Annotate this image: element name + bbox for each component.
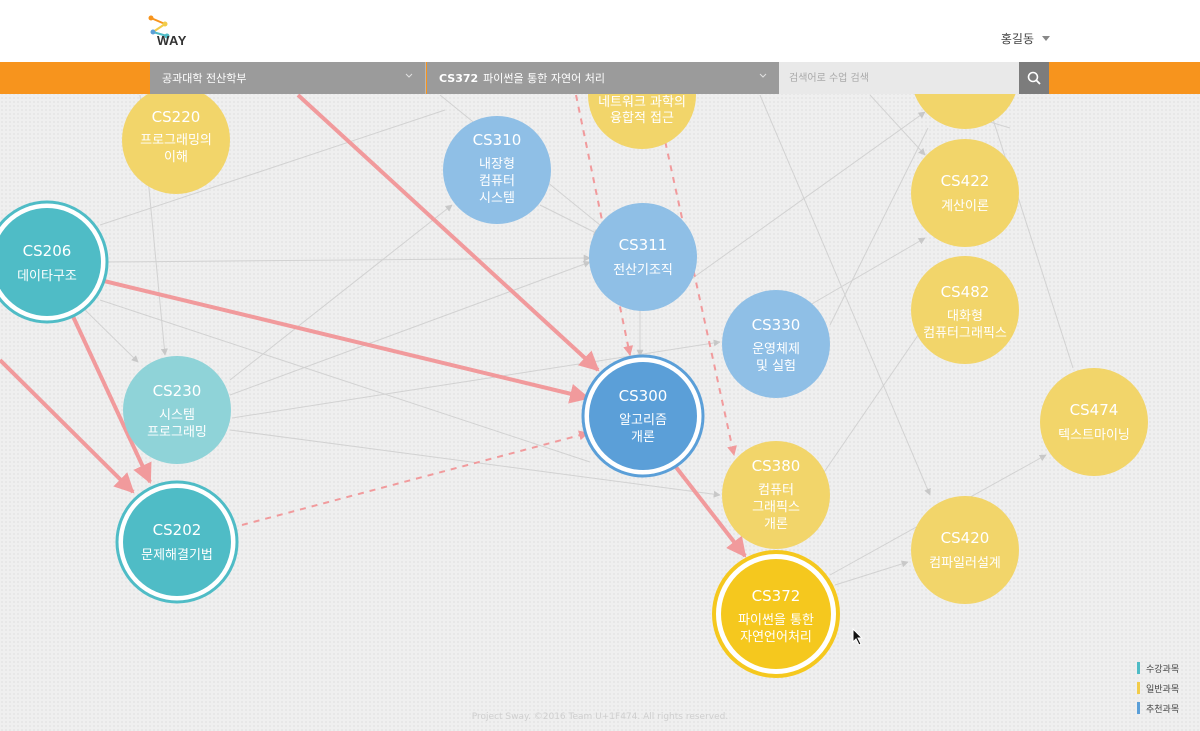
course-node-cs422[interactable]: CS422 계산이론	[911, 139, 1019, 247]
node-name-line: 컴퓨터그래픽스	[923, 326, 1007, 341]
legend-item: 추천과목	[1137, 698, 1179, 718]
top-header: WAY 홍길동	[0, 0, 1200, 62]
legend-item: 수강과목	[1137, 658, 1179, 678]
course-node-cs206[interactable]: CS206 데이타구조	[0, 200, 109, 324]
node-code: CS482	[941, 283, 990, 301]
legend-label: 일반과목	[1146, 684, 1180, 695]
node-code: CS230	[153, 382, 202, 400]
node-name-line: 개론	[764, 517, 788, 532]
node-name-line: 데이타구조	[17, 269, 77, 284]
node-name-line: 및 실험	[756, 359, 796, 374]
node-name-line: 내장형	[479, 157, 515, 172]
node-code: CS202	[153, 521, 202, 539]
department-value: 공과대학 전산학부	[162, 72, 247, 85]
node-name-line: 시스템	[159, 408, 195, 423]
course-node-cs310[interactable]: CS310 내장형 컴퓨터 시스템	[443, 116, 551, 224]
course-node-cs220[interactable]: CS220 프로그래밍의 이해	[122, 86, 230, 194]
course-name-value: 파이썬을 통한 자연어 처리	[483, 72, 605, 85]
node-name-line: 자연언어처리	[740, 630, 812, 645]
legend-label: 추천과목	[1146, 704, 1180, 715]
search-icon	[1027, 71, 1041, 85]
prereq-edges	[0, 93, 747, 558]
node-name-line: 알고리즘	[619, 413, 667, 428]
node-code: CS422	[941, 172, 990, 190]
legend-label: 수강과목	[1146, 664, 1180, 675]
node-code: CS310	[473, 131, 522, 149]
node-code: CS330	[752, 316, 801, 334]
caret-down-icon	[1042, 36, 1050, 41]
node-name-line: 개론	[631, 430, 655, 445]
department-select[interactable]: 공과대학 전산학부	[150, 62, 426, 94]
node-name-line: 시스템	[479, 191, 515, 206]
node-name-line: 프로그래밍	[147, 425, 207, 440]
node-code: CS380	[752, 457, 801, 475]
node-name-line: 융합적 접근	[610, 111, 674, 126]
course-code-value: CS372	[439, 71, 479, 85]
course-node-cs372[interactable]: CS372 파이썬을 통한 자연언어처리	[712, 550, 840, 678]
course-search-input[interactable]	[779, 62, 1019, 94]
course-node-cs482[interactable]: CS482 대화형 컴퓨터그래픽스	[911, 256, 1019, 364]
logo-text: WAY	[157, 33, 187, 48]
node-name-line: 계산이론	[941, 199, 989, 214]
course-node-cs380[interactable]: CS380 컴퓨터 그래픽스 개론	[722, 441, 830, 549]
node-name-line: 전산기조직	[613, 263, 673, 278]
node-code: CS372	[752, 587, 801, 605]
course-node-cs474[interactable]: CS474 텍스트마이닝	[1040, 368, 1148, 476]
node-name-line: 문제해결기법	[141, 548, 213, 563]
mouse-cursor-icon	[852, 628, 864, 646]
node-name-line: 텍스트마이닝	[1058, 428, 1130, 443]
legend-swatch-taken	[1137, 662, 1140, 674]
course-select[interactable]: CS372 파이썬을 통한 자연어 처리	[427, 62, 779, 94]
node-code: CS311	[619, 236, 668, 254]
node-code: CS220	[152, 108, 201, 126]
chevron-down-icon	[759, 73, 767, 78]
course-node-cs311[interactable]: CS311 전산기조직	[589, 203, 697, 311]
node-code: CS420	[941, 529, 990, 547]
filter-bar: 공과대학 전산학부 CS372 파이썬을 통한 자연어 처리	[0, 62, 1200, 94]
course-node-cs300[interactable]: CS300 알고리즘 개론	[581, 354, 705, 478]
node-name-line: 네트워크 과학의	[598, 95, 686, 110]
legend-item: 일반과목	[1137, 678, 1179, 698]
course-node-cs330[interactable]: CS330 운영체제 및 실험	[722, 290, 830, 398]
node-code: CS206	[23, 242, 72, 260]
user-name: 홍길동	[1000, 32, 1034, 46]
chevron-down-icon	[405, 73, 413, 78]
node-name-line: 컴파일러설계	[929, 556, 1001, 571]
legend-swatch-general	[1137, 682, 1140, 694]
node-name-line: 컴퓨터	[758, 483, 794, 498]
legend: 수강과목 일반과목 추천과목	[1137, 658, 1179, 718]
node-name-line: 대화형	[947, 309, 983, 324]
course-node-cs230[interactable]: CS230 시스템 프로그래밍	[123, 356, 231, 464]
footer-copyright: Project Sway. ©2016 Team U+1F474. All ri…	[471, 712, 729, 722]
legend-swatch-recommended	[1137, 702, 1140, 714]
course-nodes: 네트워크 과학의 융합적 접근 CS220 프로그래밍의 이해 CS310 내장…	[0, 21, 1148, 678]
node-name-line: 이해	[164, 150, 188, 165]
node-code: CS300	[619, 387, 668, 405]
user-menu[interactable]: 홍길동	[1001, 30, 1050, 47]
node-name-line: 운영체제	[752, 342, 800, 357]
gray-edges	[79, 94, 1074, 586]
node-code: CS474	[1070, 401, 1119, 419]
node-name-line: 컴퓨터	[479, 174, 515, 189]
course-node-cs202[interactable]: CS202 문제해결기법	[115, 480, 239, 604]
node-name-line: 파이썬을 통한	[738, 613, 814, 628]
course-node-cs420[interactable]: CS420 컴파일러설계	[911, 496, 1019, 604]
search-button[interactable]	[1019, 62, 1049, 94]
way-logo-icon[interactable]	[147, 14, 193, 50]
node-name-line: 그래픽스	[752, 500, 800, 515]
node-name-line: 프로그래밍의	[140, 133, 212, 148]
